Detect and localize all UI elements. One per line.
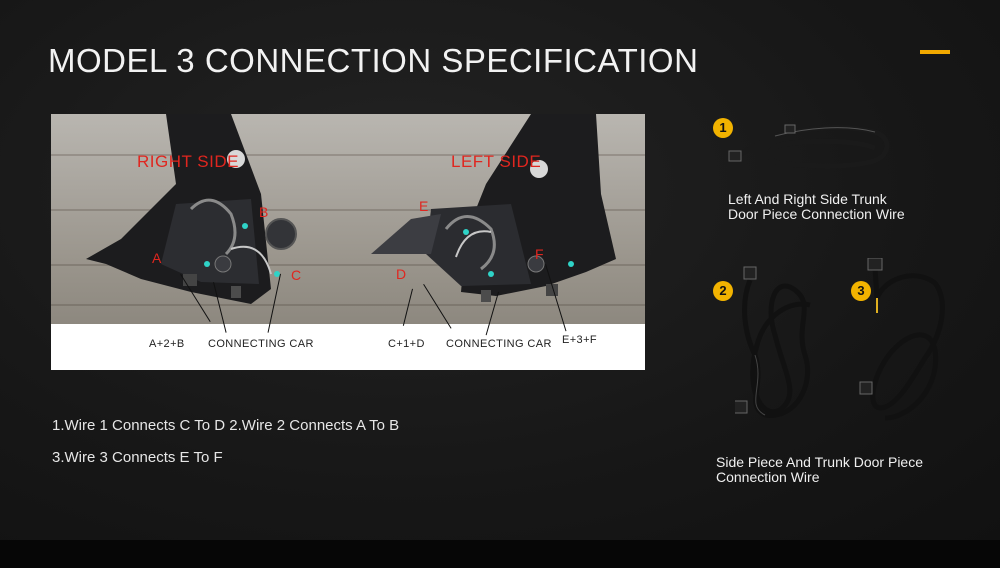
right-tail-light-image (86, 114, 297, 304)
right-side-label: RIGHT SIDE (137, 152, 239, 171)
caption-c1d: C+1+D (388, 338, 425, 350)
caption-e3f: E+3+F (562, 334, 598, 346)
instruction-line-1: 1.Wire 1 Connects C To D 2.Wire 2 Connec… (52, 417, 400, 434)
left-tail-light-image (371, 114, 616, 302)
point-c: C (291, 267, 302, 283)
wire-2-3-caption-line-2: Connection Wire (716, 469, 820, 485)
wire-2-image (735, 266, 811, 418)
wire-1-caption: Left And Right Side Trunk Door Piece Con… (728, 192, 905, 222)
point-a: A (152, 250, 162, 266)
wire-2-3-caption-line-1: Side Piece And Trunk Door Piece (716, 454, 924, 470)
caption-connecting-car-2: CONNECTING CAR (446, 338, 552, 350)
point-b: B (259, 204, 269, 220)
left-side-label: LEFT SIDE (451, 152, 542, 171)
accent-bar (920, 50, 950, 54)
tail-light-photo: RIGHT SIDE LEFT SIDE A B C D E F A+2+B C… (51, 114, 645, 370)
instruction-line-2: 3.Wire 3 Connects E To F (52, 449, 223, 466)
caption-connecting-car-1: CONNECTING CAR (208, 338, 314, 350)
caption-a2b: A+2+B (149, 338, 185, 350)
wire-1-caption-line-2: Door Piece Connection Wire (728, 206, 905, 222)
badge-3: 3 (851, 281, 871, 301)
wire-3-image (859, 258, 945, 421)
page-title: MODEL 3 CONNECTION SPECIFICATION (48, 42, 699, 79)
badge-2: 2 (713, 281, 733, 301)
wire-2-3-caption: Side Piece And Trunk Door Piece Connecti… (716, 455, 923, 485)
wire-1-image (728, 124, 890, 169)
point-d: D (396, 266, 407, 282)
badge-1: 1 (713, 118, 733, 138)
point-f: F (535, 246, 544, 262)
bottom-band (0, 540, 1000, 568)
point-e: E (419, 198, 429, 214)
wire-1-caption-line-1: Left And Right Side Trunk (728, 191, 887, 207)
